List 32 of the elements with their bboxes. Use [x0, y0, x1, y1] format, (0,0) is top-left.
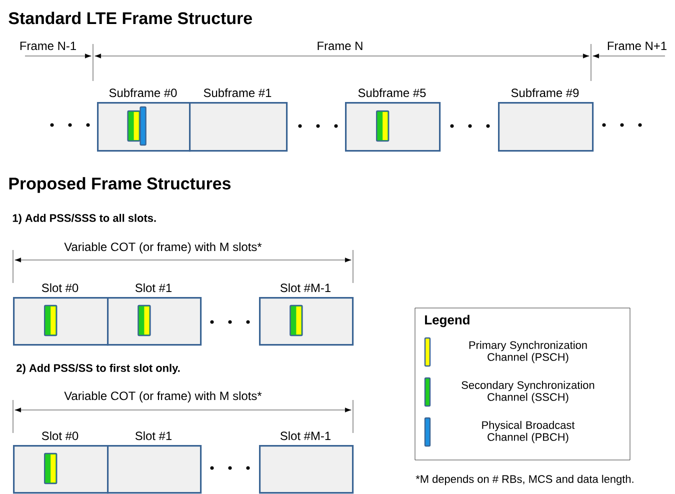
dimension-label: Frame N-1 — [20, 42, 76, 50]
node-label: Subframe #1 — [204, 88, 272, 98]
node-label: Subframe #9 — [511, 88, 579, 98]
frame-box: Subframe #1 — [189, 88, 288, 152]
dimension-label: Frame N+1 — [608, 42, 666, 50]
dimension-label: Frame N — [318, 42, 362, 50]
frame-box: Slot #1 — [107, 283, 202, 346]
node-label: Slot #1 — [135, 283, 172, 292]
dimension-label: Variable COT (or frame) with M slots* — [64, 391, 262, 402]
footnote: *M depends on # RBs, MCS and data length. — [416, 474, 634, 486]
node-label: Slot #0 — [42, 431, 78, 440]
frame-box: Slot #M-1 — [259, 283, 354, 346]
legend-text: Secondary Synchronization Channel (SSCH) — [462, 380, 594, 404]
dimension-label: Variable COT (or frame) with M slots* — [64, 242, 262, 254]
legend-text: Physical Broadcast Channel (PBCH) — [482, 420, 575, 444]
node-label: Slot #1 — [135, 431, 172, 440]
section-heading: Proposed Frame Structures — [9, 177, 231, 193]
frame-box: Slot #M-1 — [259, 431, 354, 494]
frame-box: Slot #1 — [107, 431, 202, 494]
option-heading: 1) Add PSS/SSS to all slots. — [12, 214, 156, 224]
node-label: Slot #M-1 — [280, 431, 330, 440]
option-heading: 2) Add PSS/SS to first slot only. — [16, 364, 180, 374]
frame-box: Slot #0 — [13, 431, 109, 494]
frame-box: Slot #0 — [13, 283, 109, 346]
frame-box: Subframe #9 — [498, 88, 594, 152]
legend-text: Primary Synchronization Channel (PSCH) — [469, 340, 587, 364]
node-label: Subframe #5 — [358, 88, 426, 98]
node-label: Slot #0 — [42, 283, 78, 292]
title: Standard LTE Frame Structure — [8, 12, 252, 24]
node-label: Slot #M-1 — [280, 283, 330, 292]
node-label: Subframe #0 — [109, 88, 177, 98]
frame-box: Subframe #5 — [345, 88, 441, 152]
